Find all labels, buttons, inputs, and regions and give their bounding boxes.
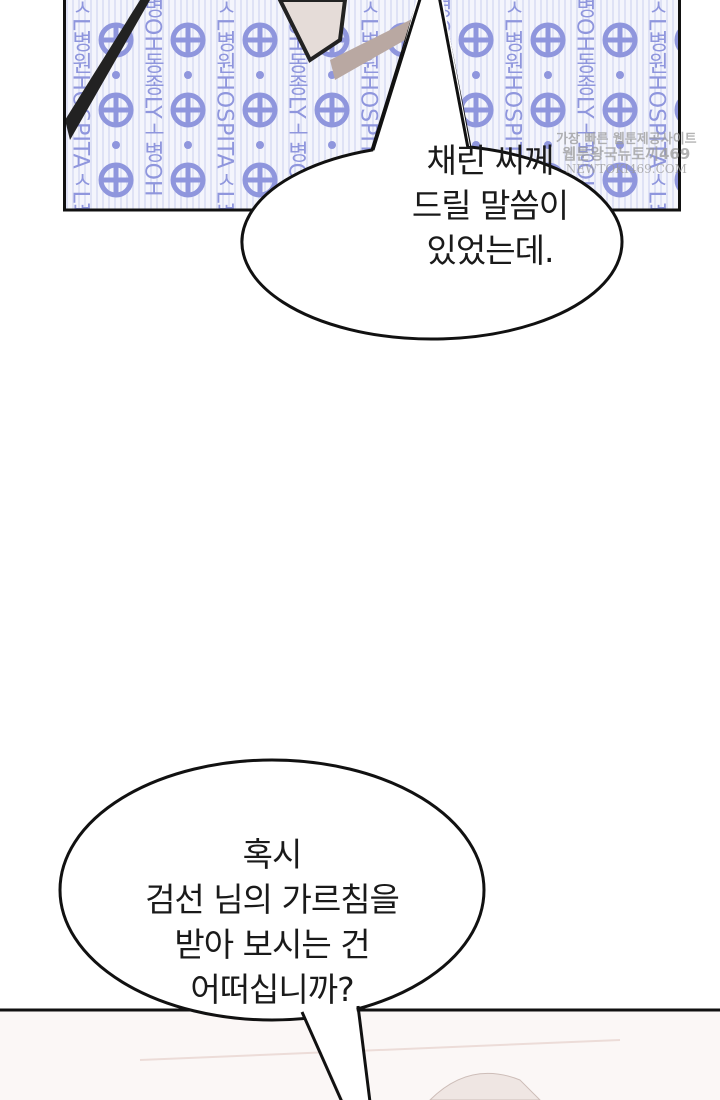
cross-circle-icon (674, 28, 679, 52)
pattern-text: ㅅL병원HOSPITAㅅL병원 (212, 0, 237, 247)
cross-circle-icon (674, 98, 679, 122)
bubble-line: 드릴 말씀이 (411, 186, 569, 225)
bubble-line: 혹시 (242, 835, 303, 874)
character-collar (277, 0, 348, 63)
bubble-line: 있었는데. (426, 231, 555, 270)
bubble-line: 받아 보시는 건 (174, 925, 370, 964)
pattern-text: 병OH동종LYㅗ병OH (140, 0, 165, 197)
pattern-text: ㅅL병원HOSPITAㅅL병원 (644, 0, 669, 247)
watermark: 가장 빠른 웹툰제공사이트 웹툰왕국뉴토끼469 NEWTOKI469.COM (556, 132, 697, 177)
bubble-line: 채린 씨께 (426, 141, 555, 180)
pattern-text: 병OH동종LYㅗ병OH (572, 0, 597, 197)
watermark-line: 웹툰왕국뉴토끼469 (562, 145, 691, 163)
bubble-line: 검선 님의 가르침을 (145, 880, 400, 919)
speech-bubble-1 (240, 0, 624, 341)
watermark-line: 가장 빠른 웹툰제공사이트 (556, 132, 697, 147)
top-panel: ㅅL병원HOSPITAㅅL병원 병OH동종LYㅗ병OH ㅅL병원HOSPITAㅅL병… (65, 0, 679, 247)
speech-bubble-2-text: 혹시 검선 님의 가르침을 받아 보시는 건 어떠십니까? (122, 832, 422, 1012)
speech-bubble-1-text: 채린 씨께 드릴 말씀이 있었는데. (380, 138, 600, 273)
character-outline (65, 0, 150, 140)
bubble-line: 어떠십니까? (190, 970, 354, 1009)
watermark-line: NEWTOKI469.COM (565, 162, 687, 176)
speech-bubble-2 (58, 758, 486, 1100)
